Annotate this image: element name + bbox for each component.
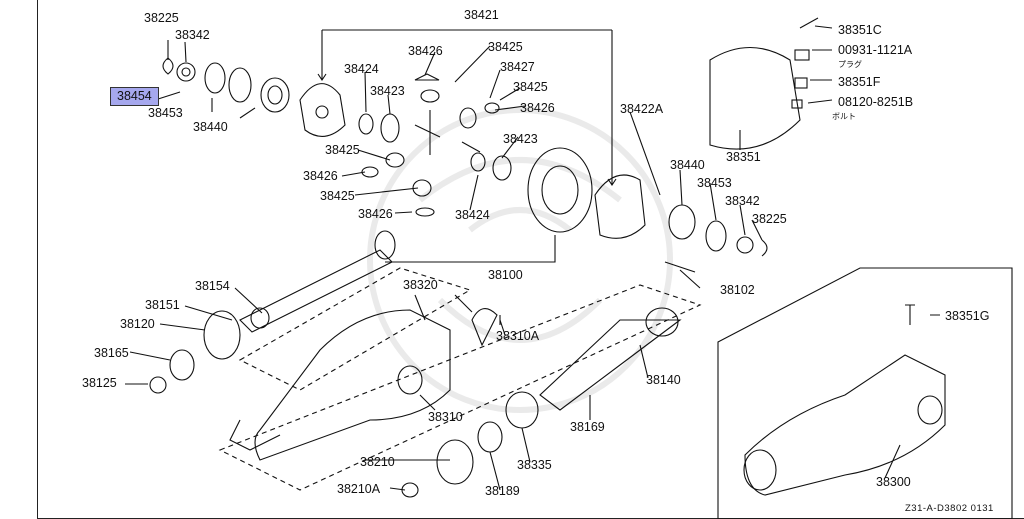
washer-38426-a — [414, 73, 440, 81]
diff-case-right — [594, 174, 646, 239]
note-plug: プラグ — [838, 60, 862, 69]
label-38102[interactable]: 38102 — [720, 283, 755, 297]
label-38453-left[interactable]: 38453 — [148, 106, 183, 120]
label-38351F[interactable]: 38351F — [838, 75, 881, 89]
shim-38453-left — [204, 62, 226, 94]
label-38351C[interactable]: 38351C — [838, 23, 882, 37]
side-gear-38424 — [358, 113, 374, 135]
label-38225-right[interactable]: 38225 — [752, 212, 787, 226]
drive-pinion-38100 — [239, 249, 393, 333]
label-38426-b[interactable]: 38426 — [520, 101, 555, 115]
footer-code: Z31-A-D3802 0131 — [905, 503, 994, 514]
label-08120-8251B[interactable]: 08120-8251B — [838, 95, 914, 109]
label-38100[interactable]: 38100 — [488, 268, 523, 282]
label-38165[interactable]: 38165 — [94, 346, 129, 360]
label-38427[interactable]: 38427 — [500, 60, 535, 74]
label-38210A[interactable]: 38210A — [337, 482, 381, 496]
spacer-38165 — [169, 349, 195, 381]
label-38425-b[interactable]: 38425 — [513, 80, 548, 94]
label-38140[interactable]: 38140 — [646, 373, 681, 387]
snap-ring-38225-left — [162, 57, 174, 75]
label-38169[interactable]: 38169 — [570, 420, 605, 434]
label-38225-top[interactable]: 38225 — [144, 11, 179, 25]
side-shaft-38140 — [539, 319, 682, 411]
flange-38210 — [436, 439, 474, 485]
rear-cover-38351 — [709, 46, 801, 150]
label-38425-a[interactable]: 38425 — [488, 40, 523, 54]
label-38189[interactable]: 38189 — [485, 484, 520, 498]
label-38424-a[interactable]: 38424 — [344, 62, 379, 76]
bearing-right — [668, 204, 696, 240]
label-38426-a[interactable]: 38426 — [408, 44, 443, 58]
diff-case — [299, 83, 346, 137]
label-38310[interactable]: 38310 — [428, 410, 463, 424]
label-38342-right[interactable]: 38342 — [725, 194, 760, 208]
label-38342-top[interactable]: 38342 — [175, 28, 210, 42]
label-38423-b[interactable]: 38423 — [503, 132, 538, 146]
watermark-seal — [367, 107, 673, 413]
gear-carrier-38310 — [254, 309, 451, 461]
label-38421[interactable]: 38421 — [464, 8, 499, 22]
label-38426-c[interactable]: 38426 — [303, 169, 338, 183]
label-38154[interactable]: 38154 — [195, 279, 230, 293]
label-38120[interactable]: 38120 — [120, 317, 155, 331]
bearing-38120 — [203, 310, 241, 360]
bolt-38102 — [664, 261, 696, 273]
assembly-38300 — [744, 354, 946, 496]
label-38425-c[interactable]: 38425 — [325, 143, 360, 157]
label-38151[interactable]: 38151 — [145, 298, 180, 312]
bearing-race-38342-left — [176, 62, 196, 82]
washer-38440-left — [228, 67, 252, 103]
label-38440-right[interactable]: 38440 — [670, 158, 705, 172]
label-38453-right[interactable]: 38453 — [697, 176, 732, 190]
label-38300[interactable]: 38300 — [876, 475, 911, 489]
label-00931-1121A[interactable]: 00931-1121A — [838, 43, 913, 57]
cross-shaft-38427 — [414, 110, 441, 155]
label-38424-b[interactable]: 38424 — [455, 208, 490, 222]
label-38335[interactable]: 38335 — [517, 458, 552, 472]
highlighted-part-label[interactable]: 38454 — [110, 87, 159, 106]
note-bolt: ボルト — [832, 112, 856, 121]
seal-38125 — [149, 376, 167, 394]
label-38425-d[interactable]: 38425 — [320, 189, 355, 203]
label-38351[interactable]: 38351 — [726, 150, 761, 164]
bearing-left — [260, 77, 290, 113]
pinion-38423 — [380, 113, 400, 143]
inset-frame — [717, 267, 1013, 519]
bracket-38421 — [321, 29, 613, 185]
label-38125[interactable]: 38125 — [82, 376, 117, 390]
ring-gear — [527, 147, 593, 233]
label-38351G[interactable]: 38351G — [945, 309, 990, 323]
group-38320 — [238, 267, 472, 391]
mount-38320 — [471, 308, 498, 347]
label-38426-d[interactable]: 38426 — [358, 207, 393, 221]
group-38140 — [218, 284, 702, 491]
label-38422A[interactable]: 38422A — [620, 102, 664, 116]
label-38440-left[interactable]: 38440 — [193, 120, 228, 134]
label-38310A[interactable]: 38310A — [496, 329, 540, 343]
label-38320[interactable]: 38320 — [403, 278, 438, 292]
bracket-38100 — [385, 235, 556, 263]
label-38210[interactable]: 38210 — [360, 455, 395, 469]
label-38423-a[interactable]: 38423 — [370, 84, 405, 98]
